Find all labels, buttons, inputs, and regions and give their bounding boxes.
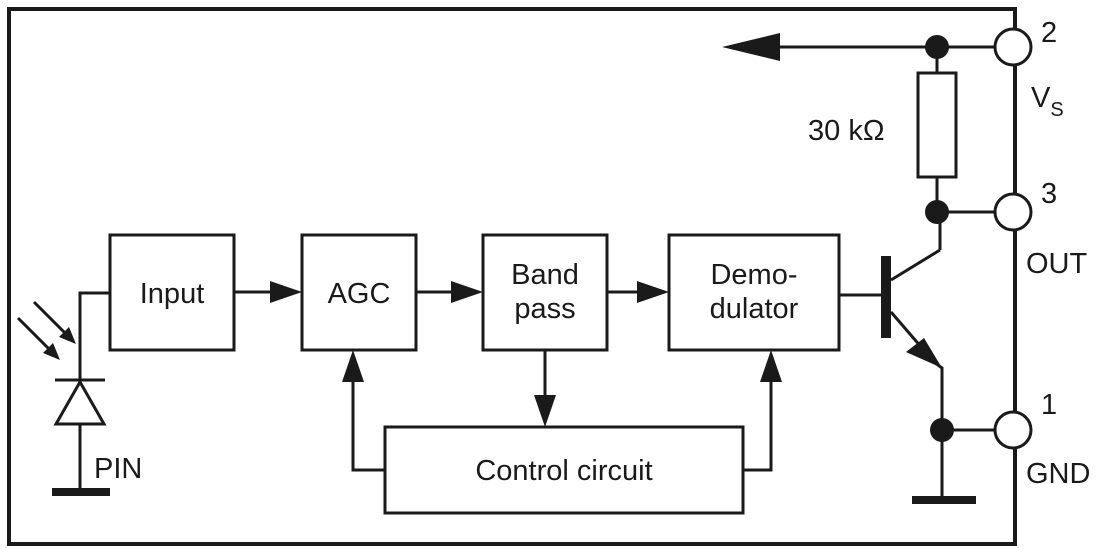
pin-2-number: 2 <box>1041 17 1057 49</box>
control-circuit-label: Control circuit <box>475 455 652 487</box>
control-to-agc-arrow <box>342 350 364 382</box>
out-junction-dot <box>925 200 949 224</box>
pin-1-number: 1 <box>1041 389 1057 421</box>
pin-3-out <box>993 192 1033 232</box>
gnd-junction-dot <box>930 418 954 442</box>
input-block <box>108 233 236 352</box>
transistor-collector <box>890 248 941 282</box>
demodulator-label-line2: dulator <box>710 293 799 325</box>
pin-3-number: 3 <box>1041 178 1057 210</box>
pin-1-gnd <box>993 410 1033 450</box>
resistor-value-label: 30 kΩ <box>808 115 885 147</box>
transistor-emitter <box>889 311 924 349</box>
resistor <box>916 71 958 179</box>
vs-output-arrow <box>722 33 780 61</box>
input-block-label: Input <box>140 278 205 310</box>
ic-outline <box>7 7 1017 546</box>
demodulator-label-line1: Demo- <box>710 259 797 291</box>
emitter-to-gnd-wire <box>933 360 944 498</box>
agc-to-bandpass-arrow <box>451 281 483 303</box>
photodiode-to-input-wire <box>78 291 110 380</box>
bandpass-label-line1: Band <box>511 259 579 291</box>
agc-block-label: AGC <box>328 278 391 310</box>
pin-2-name-main: V <box>1031 82 1051 114</box>
control-to-agc-wire <box>351 378 385 472</box>
bandpass-label-line2: pass <box>514 293 575 325</box>
bandpass-to-control-arrow <box>534 395 556 427</box>
pin-3-name: OUT <box>1026 248 1088 280</box>
light-rays-icon <box>16 300 76 360</box>
photodiode-triangle <box>53 378 107 426</box>
pin-2-vs <box>993 27 1033 67</box>
bandpass-to-demod-arrow <box>637 281 669 303</box>
pin-2-name: VS <box>1031 82 1064 121</box>
pin-2-name-subscript: S <box>1050 99 1063 121</box>
input-to-agc-arrow <box>270 281 302 303</box>
demodulator-block <box>667 233 841 352</box>
pin-label: PIN <box>94 453 142 485</box>
transistor-emitter-arrow <box>906 338 942 368</box>
pin-1-name: GND <box>1026 458 1090 490</box>
vs-junction-dot <box>925 35 949 59</box>
control-to-demod-wire <box>743 378 773 472</box>
control-to-demod-arrow <box>760 350 782 382</box>
agc-block <box>300 233 418 352</box>
